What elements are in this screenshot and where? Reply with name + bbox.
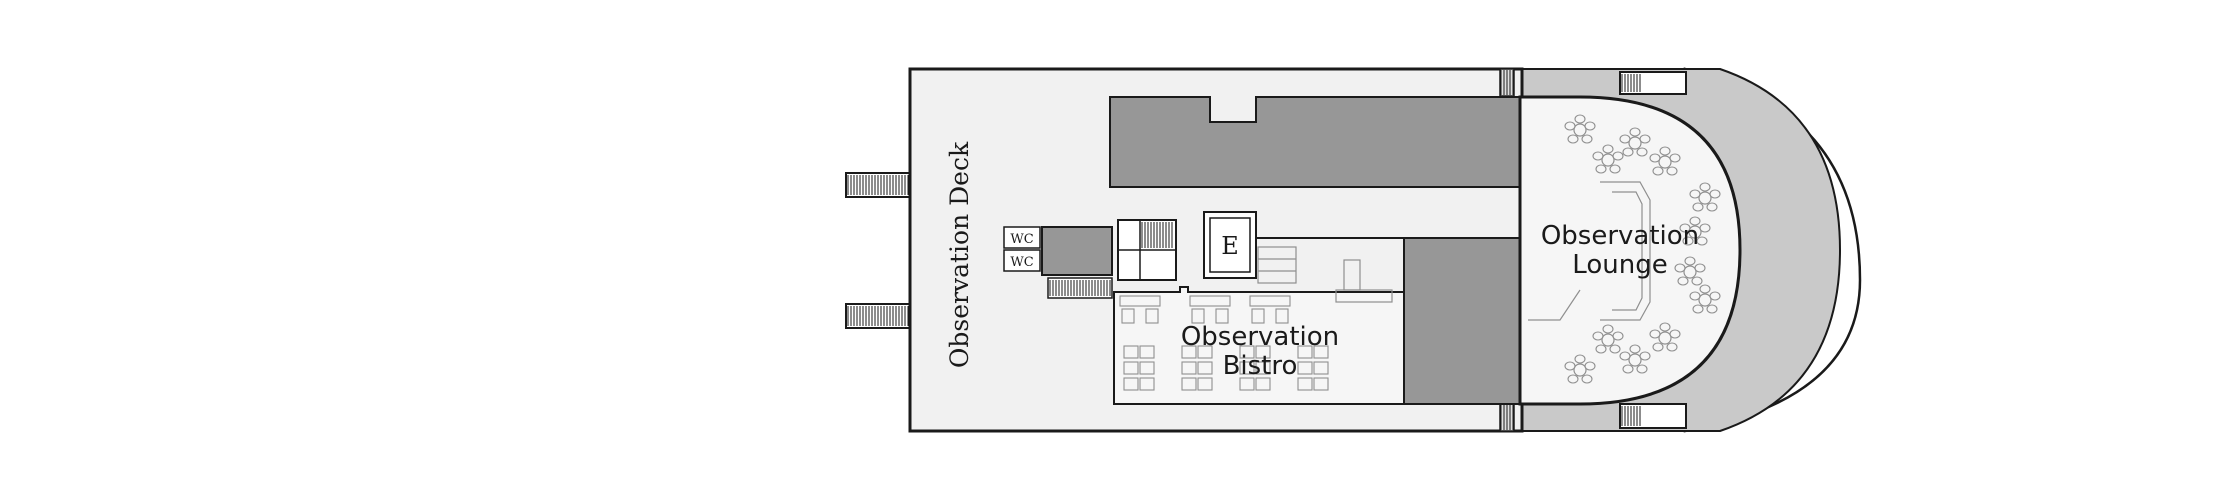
wc-room-2 bbox=[1003, 249, 1041, 272]
staircase-upper bbox=[1117, 219, 1177, 281]
service-block-upper bbox=[1109, 96, 1521, 188]
wc-label-1: WC bbox=[1010, 232, 1033, 247]
bar-counter bbox=[1257, 246, 1393, 303]
service-block-lower bbox=[1403, 237, 1521, 405]
wc-service-block bbox=[1041, 226, 1113, 276]
wc-label-2: WC bbox=[1010, 255, 1033, 270]
bow-door-top bbox=[1619, 71, 1687, 95]
observation-lounge-area bbox=[1518, 95, 1742, 406]
staircase-lower bbox=[1047, 277, 1113, 299]
lounge-label-line2: Lounge bbox=[1572, 250, 1667, 280]
gangway-lower bbox=[845, 303, 911, 329]
wc-room-1 bbox=[1003, 226, 1041, 249]
elevator-label: E bbox=[1221, 232, 1239, 260]
bow-door-bottom bbox=[1619, 403, 1687, 429]
bistro-label-line1: Observation bbox=[1181, 322, 1339, 352]
bistro-label-line2: Bistro bbox=[1223, 351, 1298, 381]
lounge-furniture bbox=[1528, 114, 1721, 384]
observation-deck-label: Observation Deck bbox=[945, 141, 974, 368]
lounge-label-line1: Observation bbox=[1541, 221, 1699, 251]
elevator bbox=[1203, 211, 1257, 279]
gangway-upper bbox=[845, 172, 911, 198]
bistro-furniture bbox=[1119, 295, 1329, 391]
